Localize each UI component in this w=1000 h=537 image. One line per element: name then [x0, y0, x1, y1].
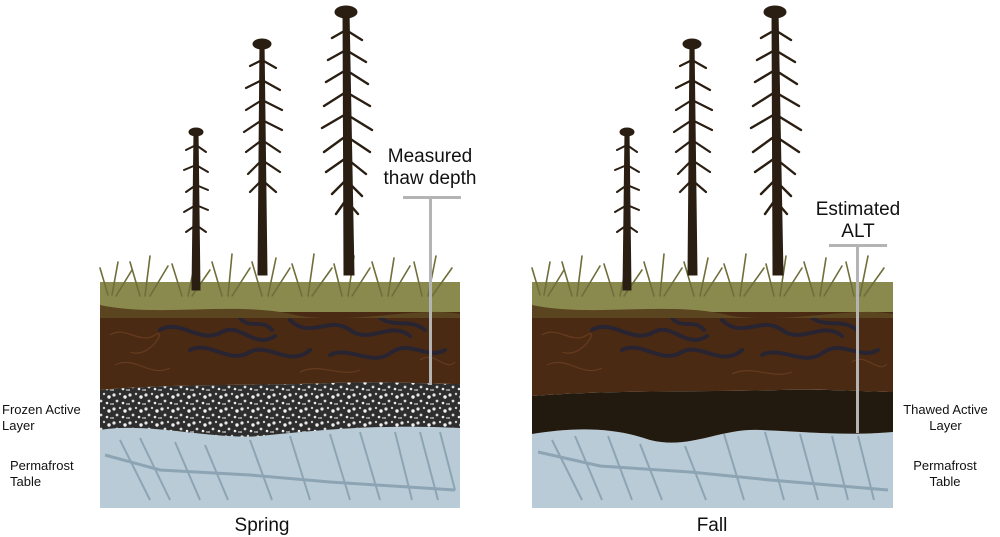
fall-tree-medium: [672, 38, 714, 276]
fall-probe-label: Estimated ALT: [798, 199, 918, 243]
fall-permafrost-table-line2: Table: [929, 474, 961, 489]
thawed-active-layer-line2: Layer: [929, 418, 962, 433]
fall-thawed-active-layer: [532, 389, 893, 443]
fall-tree-large: [749, 5, 803, 276]
spring-grass: [99, 253, 453, 297]
fall-trees: [614, 5, 803, 291]
spring-thaw-probe: [403, 196, 461, 385]
fall-probe-label-line2: ALT: [841, 221, 875, 242]
fall-ice-streaks: [537, 431, 889, 501]
spring-frozen-active-layer-label: Frozen Active Layer: [2, 402, 102, 434]
frozen-active-layer-line2: Layer: [2, 418, 35, 433]
spring-ice-streaks: [104, 431, 456, 501]
fall-permafrost-table-line1: Permafrost: [913, 458, 977, 473]
spring-tree-small: [183, 127, 209, 291]
spring-tree-medium: [242, 38, 284, 276]
fall-moss-base: [532, 305, 893, 319]
spring-panel: [99, 5, 461, 508]
fall-alt-probe: [829, 244, 887, 433]
spring-soil-texture: [109, 331, 456, 373]
spring-moss-base: [100, 305, 460, 319]
spring-root-mat: [158, 316, 447, 360]
spring-panel-title: Spring: [234, 515, 290, 536]
fall-vegetation-layer: [532, 282, 893, 312]
spring-tree-large: [320, 5, 374, 276]
fall-permafrost-table-label: Permafrost Table: [900, 458, 990, 490]
spring-probe-shaft: [429, 197, 432, 385]
fall-panel-title: Fall: [696, 515, 728, 536]
spring-frozen-active-layer: [100, 382, 460, 437]
fall-probe-label-line1: Estimated: [815, 199, 901, 220]
fall-soil-texture: [541, 331, 888, 375]
spring-permafrost-layer: [100, 426, 460, 508]
spring-probe-label: Measured thaw depth: [368, 146, 492, 190]
spring-probe-label-line2: thaw depth: [383, 168, 477, 189]
fall-probe-shaft: [856, 245, 859, 433]
thawed-active-layer-line1: Thawed Active: [903, 402, 988, 417]
fall-permafrost-layer: [532, 429, 893, 508]
spring-permafrost-table-line1: Permafrost: [10, 458, 74, 473]
fall-thawed-active-layer-label: Thawed Active Layer: [893, 402, 998, 434]
spring-permafrost-table-label: Permafrost Table: [10, 458, 90, 490]
fall-root-mat: [590, 316, 880, 360]
fall-tree-small: [614, 127, 640, 291]
frozen-active-layer-line1: Frozen Active: [2, 402, 81, 417]
spring-trees: [183, 5, 374, 291]
spring-vegetation-layer: [100, 282, 460, 312]
spring-probe-label-line1: Measured: [387, 146, 473, 167]
spring-permafrost-table-line2: Table: [10, 474, 42, 489]
fall-panel: [531, 5, 893, 508]
